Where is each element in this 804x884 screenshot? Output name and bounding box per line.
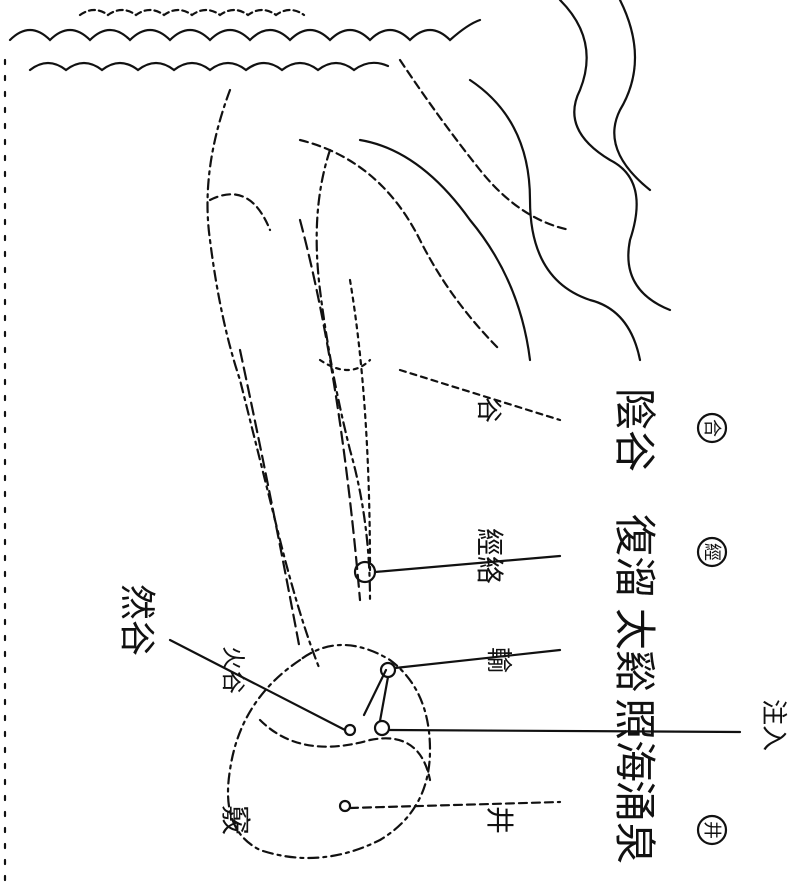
- note-fuliu-text: 經絡: [473, 528, 506, 584]
- point-fuliu-marker: [353, 560, 377, 584]
- circled-mark-he: [696, 412, 728, 444]
- label-rangu: 然谷: [116, 584, 157, 656]
- leader-zhaohai: [388, 728, 742, 734]
- note-zhaohai-text: 注入: [758, 699, 788, 751]
- label-zhaohai: 照海: [610, 698, 659, 782]
- label-toe: 竅: [217, 805, 252, 835]
- garment-fold: [298, 138, 502, 352]
- leg-outline-back: [206, 88, 322, 672]
- circled-jing-well-text: 井: [701, 821, 722, 839]
- label-toe-text: 竅: [217, 805, 252, 835]
- note-zhaohai: 注入: [758, 699, 788, 751]
- circled-mark-jing: [696, 536, 728, 568]
- inner-line: [298, 218, 362, 602]
- circled-jing-well: 井: [701, 821, 722, 839]
- cloud-border-2: [28, 61, 390, 72]
- note-fuliu: 經絡: [473, 528, 506, 584]
- label-yinjiao: 陰谷: [610, 388, 659, 472]
- inner-line: [238, 348, 302, 652]
- leader-rangu: [168, 638, 347, 732]
- label-yongquan-text: 涌泉: [610, 780, 659, 864]
- circled-mark-jing2: [696, 814, 728, 846]
- garment-fold: [558, 0, 672, 312]
- note-taixi: 輸: [483, 647, 513, 673]
- leg-outline-front: [315, 148, 372, 602]
- leader-fuliu: [373, 554, 562, 574]
- label-taixi-text: 太谿: [610, 608, 659, 692]
- note-rangu-text: 火谷: [219, 646, 247, 694]
- leader-yinjiao: [398, 368, 562, 422]
- note-yongquan: 井: [483, 806, 516, 834]
- meridian-line: [318, 358, 372, 372]
- note-taixi-text: 輸: [483, 647, 513, 673]
- leader-taixi: [393, 648, 562, 670]
- garment-fold: [468, 78, 642, 362]
- label-yongquan: 涌泉: [610, 780, 659, 864]
- label-fuliu: 復溜: [610, 514, 659, 598]
- garment-fold: [358, 138, 532, 362]
- label-taixi: 太谿: [610, 608, 659, 692]
- label-rangu-text: 然谷: [116, 584, 157, 656]
- garment-fold: [613, 0, 652, 192]
- label-fuliu-text: 復溜: [610, 514, 659, 598]
- leader-yongquan: [348, 800, 562, 810]
- note-yinjiao: 谷: [473, 397, 503, 423]
- circled-he: 合: [701, 419, 722, 437]
- label-zhaohai-text: 照海: [610, 698, 659, 782]
- point-link: [362, 668, 390, 723]
- foot-outline: [226, 644, 432, 860]
- point-zhaohai-marker: [373, 719, 391, 737]
- circled-he-text: 合: [701, 419, 722, 437]
- note-rangu: 火谷: [219, 646, 247, 694]
- label-yinjiao-text: 陰谷: [610, 388, 659, 472]
- cloud-border-3: [78, 8, 306, 17]
- circled-jing: 經: [701, 543, 722, 561]
- note-yinjiao-text: 谷: [473, 397, 503, 423]
- heel-line: [258, 718, 432, 782]
- circled-jing-text: 經: [701, 543, 722, 561]
- knee-fold: [208, 193, 272, 232]
- meridian-line: [348, 278, 372, 572]
- note-yongquan-text: 井: [483, 806, 516, 834]
- cloud-border: [8, 18, 482, 42]
- point-yongquan-marker: [338, 799, 352, 813]
- garment-fold: [398, 58, 572, 232]
- point-rangu-marker: [343, 723, 357, 737]
